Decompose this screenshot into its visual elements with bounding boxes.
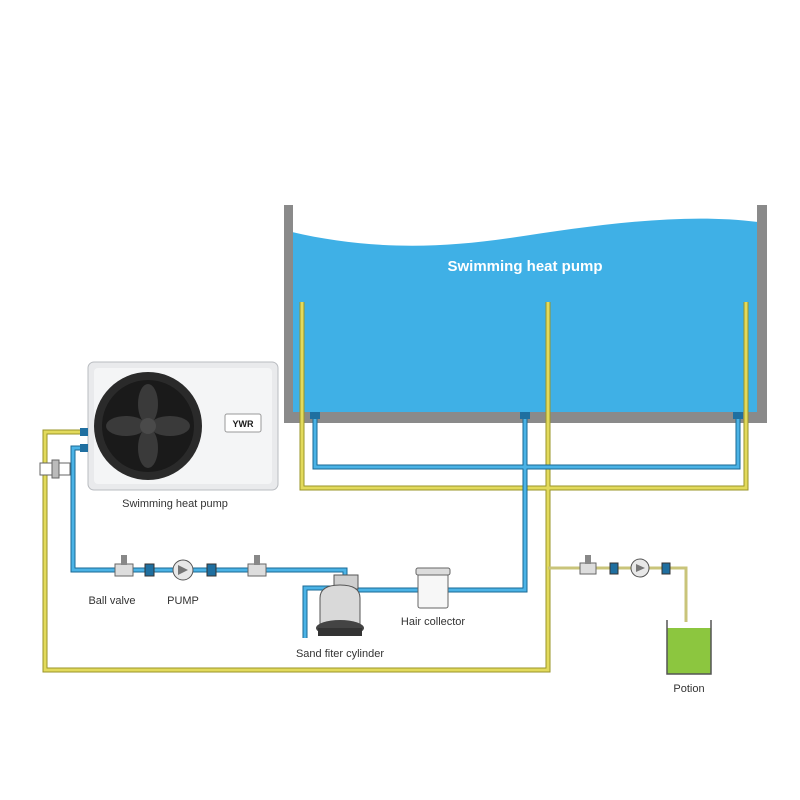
hair-collector-icon	[415, 567, 451, 609]
brand-logo: YWR	[233, 419, 254, 429]
potion-label: Potion	[673, 683, 704, 695]
pool-fittings	[310, 412, 743, 419]
valve-icon	[247, 555, 267, 577]
union-fitting	[661, 562, 671, 575]
pool: Swimming heat pump	[284, 205, 767, 423]
ball-valve-label: Ball valve	[88, 595, 135, 607]
hair-collector-label: Hair collector	[401, 616, 466, 628]
sand-filter-label: Sand fiter cylinder	[296, 648, 384, 660]
pump-icon	[172, 559, 194, 581]
brand-badge	[224, 413, 262, 433]
dosing-pump-icon	[630, 558, 650, 578]
fan-icon	[106, 384, 190, 468]
heat-pump-unit: YWR Swimming heat pump	[80, 361, 279, 510]
pool-wall-left	[284, 205, 293, 423]
heat-pump-label: Swimming heat pump	[122, 498, 228, 510]
bypass-valve-icon	[39, 459, 71, 479]
pool-wall-right	[757, 205, 767, 423]
pool-title: Swimming heat pump	[447, 258, 602, 275]
union-fitting	[609, 562, 619, 575]
union-fitting	[206, 563, 217, 577]
sample-valve-icon	[579, 555, 597, 575]
pump-label: PUMP	[167, 595, 199, 607]
pool-water	[292, 218, 758, 412]
ball-valve-icon	[114, 555, 134, 577]
sand-filter-icon	[316, 574, 364, 636]
union-fitting	[144, 563, 155, 577]
sample-line	[548, 566, 688, 622]
potion-tank-icon	[666, 620, 712, 675]
